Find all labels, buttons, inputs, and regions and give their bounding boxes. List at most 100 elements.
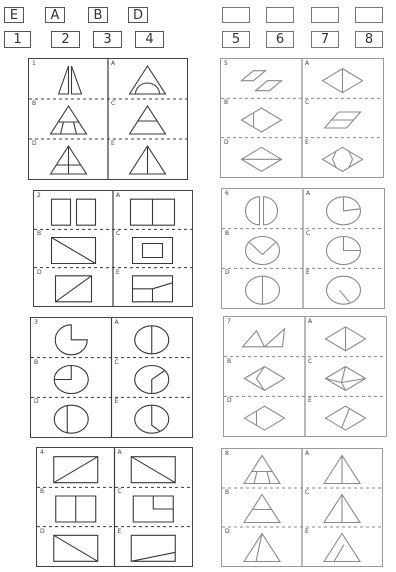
puzzle-figure (222, 189, 384, 308)
answer-letter: D (133, 8, 143, 23)
panel-number: 3 (34, 320, 38, 326)
puzzle-shape[interactable] (325, 112, 361, 128)
puzzle-shape[interactable] (131, 535, 175, 561)
puzzle-shape[interactable] (242, 108, 282, 132)
puzzle-shape[interactable] (51, 146, 87, 174)
answer-box-6[interactable] (266, 7, 294, 23)
puzzle-figure (224, 317, 386, 436)
puzzle-shape[interactable] (326, 406, 366, 430)
puzzle-shape[interactable] (324, 456, 360, 484)
option-label: D (37, 270, 42, 276)
puzzle-figure (31, 318, 192, 437)
option-label: D (224, 140, 229, 146)
panel-number: 8 (225, 451, 229, 457)
question-number-5: 5 (222, 31, 250, 48)
answer-letter: E (10, 8, 18, 23)
puzzle-shape[interactable] (326, 327, 366, 351)
question-number-8: 8 (355, 31, 383, 48)
puzzle-shape[interactable] (246, 276, 280, 304)
puzzle-shape[interactable] (131, 199, 175, 225)
question-number-4: 4 (135, 31, 164, 48)
option-label: C (111, 101, 115, 107)
puzzle-figure (222, 449, 382, 566)
answer-box-3[interactable]: B (88, 7, 108, 23)
option-label: E (115, 399, 119, 405)
puzzle-shape[interactable] (56, 276, 92, 302)
puzzle-shape[interactable] (245, 406, 285, 430)
puzzle-shape[interactable] (130, 66, 166, 94)
question-number-text: 6 (276, 32, 284, 47)
puzzle-shape[interactable] (326, 367, 366, 391)
question-number-6: 6 (266, 31, 294, 48)
option-label: B (40, 489, 44, 495)
question-number-text: 3 (103, 32, 111, 47)
option-label: E (308, 398, 312, 404)
puzzle-shape[interactable] (133, 496, 173, 522)
option-label: C (308, 359, 312, 365)
option-label: E (306, 270, 310, 276)
puzzle-shape[interactable] (54, 535, 98, 561)
puzzle-shape[interactable] (244, 495, 280, 523)
panel-number: 1 (32, 61, 36, 67)
puzzle-shape[interactable] (54, 366, 88, 394)
question-number-text: 2 (61, 32, 69, 47)
puzzle-shape[interactable] (135, 366, 169, 394)
puzzle-shape[interactable] (327, 197, 361, 225)
option-label: B (32, 101, 36, 107)
puzzle-shape[interactable] (133, 276, 173, 302)
puzzle-shape[interactable] (242, 147, 282, 171)
option-label: A (305, 61, 309, 67)
puzzle-shape[interactable] (323, 147, 363, 171)
option-label: E (305, 529, 309, 535)
question-number-2: 2 (51, 31, 80, 48)
question-number-1: 1 (4, 31, 31, 48)
puzzle-shape (55, 325, 87, 355)
option-label: C (306, 231, 310, 237)
puzzle-shape[interactable] (54, 405, 88, 433)
answer-box-7[interactable] (311, 7, 339, 23)
puzzle-shape[interactable] (323, 69, 363, 93)
option-label: A (116, 193, 120, 199)
puzzle-shape (243, 329, 285, 347)
puzzle-shape[interactable] (324, 534, 360, 562)
puzzle-shape[interactable] (245, 367, 285, 391)
puzzle-shape (242, 71, 282, 91)
puzzle-shape[interactable] (51, 106, 87, 134)
puzzle-shape[interactable] (135, 405, 169, 433)
option-label: D (32, 141, 37, 147)
option-label: D (225, 270, 230, 276)
answer-box-4[interactable]: D (128, 7, 148, 23)
puzzle-shape[interactable] (133, 238, 173, 264)
option-label: B (225, 231, 229, 237)
option-label: B (34, 360, 38, 366)
puzzle-figure (34, 191, 192, 306)
puzzle-shape[interactable] (52, 238, 96, 264)
option-label: A (306, 191, 310, 197)
answer-box-5[interactable] (222, 7, 250, 23)
puzzle-shape[interactable] (246, 237, 280, 265)
option-label: C (305, 100, 309, 106)
option-label: D (227, 398, 232, 404)
puzzle-shape[interactable] (327, 276, 361, 304)
panel-number: 2 (37, 193, 41, 199)
option-label: C (305, 490, 309, 496)
puzzle-shape[interactable] (131, 457, 175, 483)
puzzle-shape[interactable] (327, 237, 361, 265)
answer-box-1[interactable]: E (4, 7, 24, 23)
puzzle-shape[interactable] (130, 146, 166, 174)
puzzle-shape[interactable] (130, 106, 166, 134)
puzzle-shape[interactable] (56, 496, 96, 522)
option-label: A (118, 450, 122, 456)
answer-box-8[interactable] (355, 7, 383, 23)
question-number-7: 7 (311, 31, 339, 48)
panel-number: 4 (40, 450, 44, 456)
option-label: C (118, 489, 122, 495)
puzzle-shape[interactable] (244, 534, 280, 562)
puzzle-shape (246, 197, 278, 225)
puzzle-shape[interactable] (324, 495, 360, 523)
puzzle-shape[interactable] (135, 326, 169, 354)
answer-box-2[interactable]: A (45, 7, 65, 23)
